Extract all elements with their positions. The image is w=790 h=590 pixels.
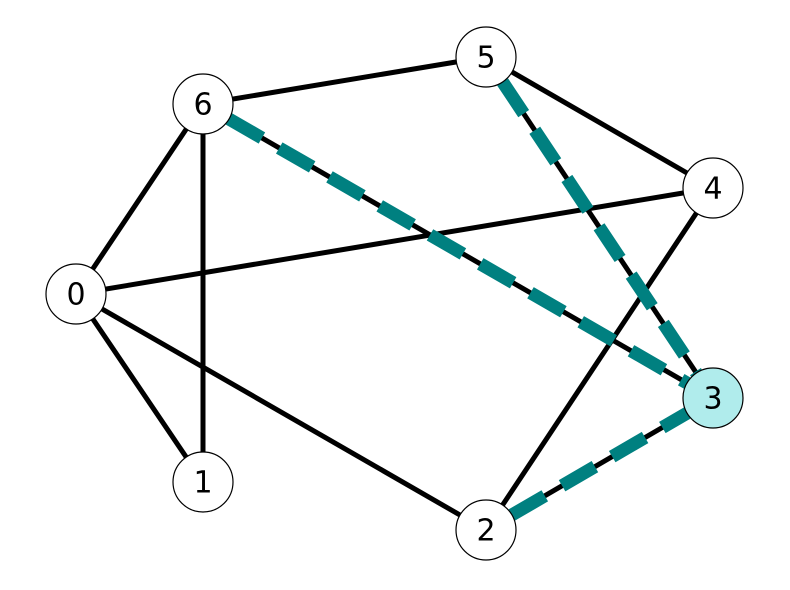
highlighted-edge-6-3	[225, 113, 691, 389]
highlighted-edges-layer	[225, 78, 702, 521]
edge-6-0	[73, 102, 206, 296]
node-label: 0	[66, 278, 85, 313]
edge-0-1	[73, 292, 206, 484]
node-label: 5	[476, 41, 495, 76]
node-label: 6	[193, 88, 212, 123]
highlighted-edge-5-3	[497, 78, 702, 377]
node-3: 3	[682, 367, 744, 429]
node-circle	[455, 26, 517, 88]
edge-6-5	[202, 54, 487, 107]
node-0: 0	[45, 263, 107, 325]
node-circle	[682, 367, 744, 429]
node-2: 2	[455, 499, 517, 561]
nodes-layer: 0 1 2 3 4 5 6	[45, 26, 744, 561]
node-label: 3	[703, 382, 722, 417]
edge-0-4	[75, 185, 714, 297]
edge-5-4	[484, 54, 715, 191]
node-6: 6	[172, 73, 234, 135]
node-1: 1	[172, 451, 234, 513]
highlighted-edge-2-3	[508, 407, 691, 521]
node-label: 1	[193, 466, 212, 501]
node-circle	[172, 73, 234, 135]
node-circle	[682, 157, 744, 219]
node-5: 5	[455, 26, 517, 88]
node-circle	[45, 263, 107, 325]
node-circle	[455, 499, 517, 561]
node-4: 4	[682, 157, 744, 219]
edge-0-2	[74, 291, 488, 533]
node-label: 4	[703, 172, 722, 207]
node-circle	[172, 451, 234, 513]
edge-4-2	[483, 186, 716, 532]
node-label: 2	[476, 514, 495, 549]
